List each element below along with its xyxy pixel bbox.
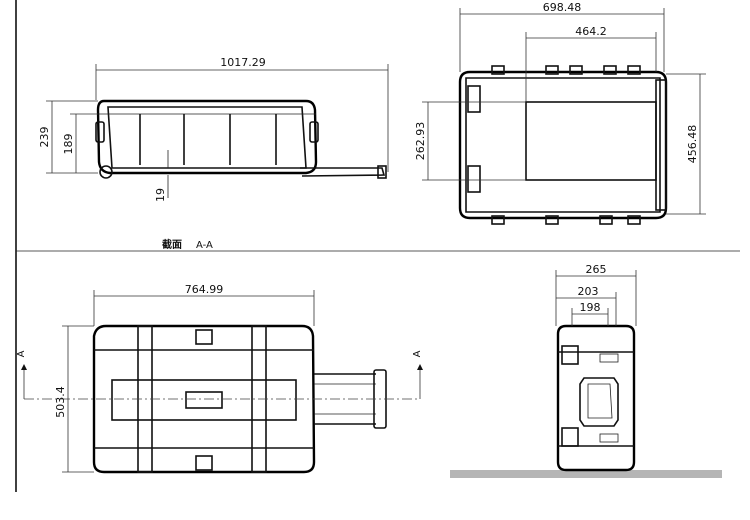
wheel bbox=[99, 165, 113, 179]
side-latch-left bbox=[95, 121, 105, 143]
end-view: 265 203 198 bbox=[450, 263, 722, 478]
front-top-handle bbox=[195, 329, 213, 345]
side-latch-right bbox=[309, 121, 319, 143]
top-side-rail bbox=[655, 79, 667, 211]
dim-top-depth: 456.48 bbox=[686, 125, 699, 164]
arrow-left-icon bbox=[21, 364, 27, 370]
section-marker-left: A bbox=[16, 350, 27, 357]
end-handle bbox=[579, 377, 619, 427]
front-label-plate bbox=[185, 391, 223, 409]
dim-side-offset: 19 bbox=[154, 188, 167, 202]
dim-top-inner-width: 464.2 bbox=[575, 25, 607, 38]
front-view: A A 764.99 503.4 bbox=[16, 283, 423, 474]
top-handle-left-a bbox=[467, 85, 481, 113]
case-front-outline bbox=[92, 324, 316, 474]
bottom-latch bbox=[599, 215, 613, 225]
dim-side-height: 239 bbox=[38, 127, 51, 148]
section-marker-right: A bbox=[412, 350, 423, 357]
dim-front-width: 764.99 bbox=[185, 283, 224, 296]
case-end-outline bbox=[556, 324, 636, 472]
ground-line bbox=[450, 470, 722, 478]
bottom-latch bbox=[627, 215, 641, 225]
dim-side-length: 1017.29 bbox=[220, 56, 266, 69]
end-latch-upper bbox=[561, 345, 579, 365]
case-side-outline bbox=[96, 99, 318, 175]
dim-end-mid-width: 203 bbox=[578, 285, 599, 298]
front-bottom-handle bbox=[195, 455, 213, 471]
handle-grip bbox=[377, 165, 387, 179]
arrow-right-icon bbox=[417, 364, 423, 370]
top-latch bbox=[603, 65, 617, 75]
top-latch bbox=[545, 65, 559, 75]
top-latch bbox=[627, 65, 641, 75]
top-handle-left-b bbox=[467, 165, 481, 193]
dim-top-inner-depth: 262.93 bbox=[414, 122, 427, 161]
section-name: A-A bbox=[196, 240, 213, 251]
end-handle-inner bbox=[587, 383, 613, 419]
end-vent-lower bbox=[599, 433, 619, 443]
top-view: 698.48 464.2 456.48 262.93 bbox=[414, 1, 706, 225]
end-latch-lower bbox=[561, 427, 579, 447]
case-top-outline bbox=[458, 70, 668, 220]
bottom-latch bbox=[545, 215, 559, 225]
top-label-panel bbox=[525, 101, 657, 181]
dim-front-height: 503.4 bbox=[54, 386, 67, 418]
case-top-rim bbox=[465, 77, 661, 213]
dim-top-width: 698.48 bbox=[543, 1, 582, 14]
side-section-view: 1017.29 239 189 19 bbox=[38, 56, 389, 202]
end-vent-upper bbox=[599, 353, 619, 363]
pull-handle-extended bbox=[300, 167, 386, 177]
top-latch bbox=[569, 65, 583, 75]
dim-end-width: 265 bbox=[586, 263, 607, 276]
front-recess bbox=[111, 379, 297, 421]
dim-end-inner-width: 198 bbox=[580, 301, 601, 314]
section-label: 截面 bbox=[162, 238, 182, 251]
dim-side-inner-height: 189 bbox=[62, 134, 75, 155]
bottom-latch bbox=[491, 215, 505, 225]
top-latch bbox=[491, 65, 505, 75]
